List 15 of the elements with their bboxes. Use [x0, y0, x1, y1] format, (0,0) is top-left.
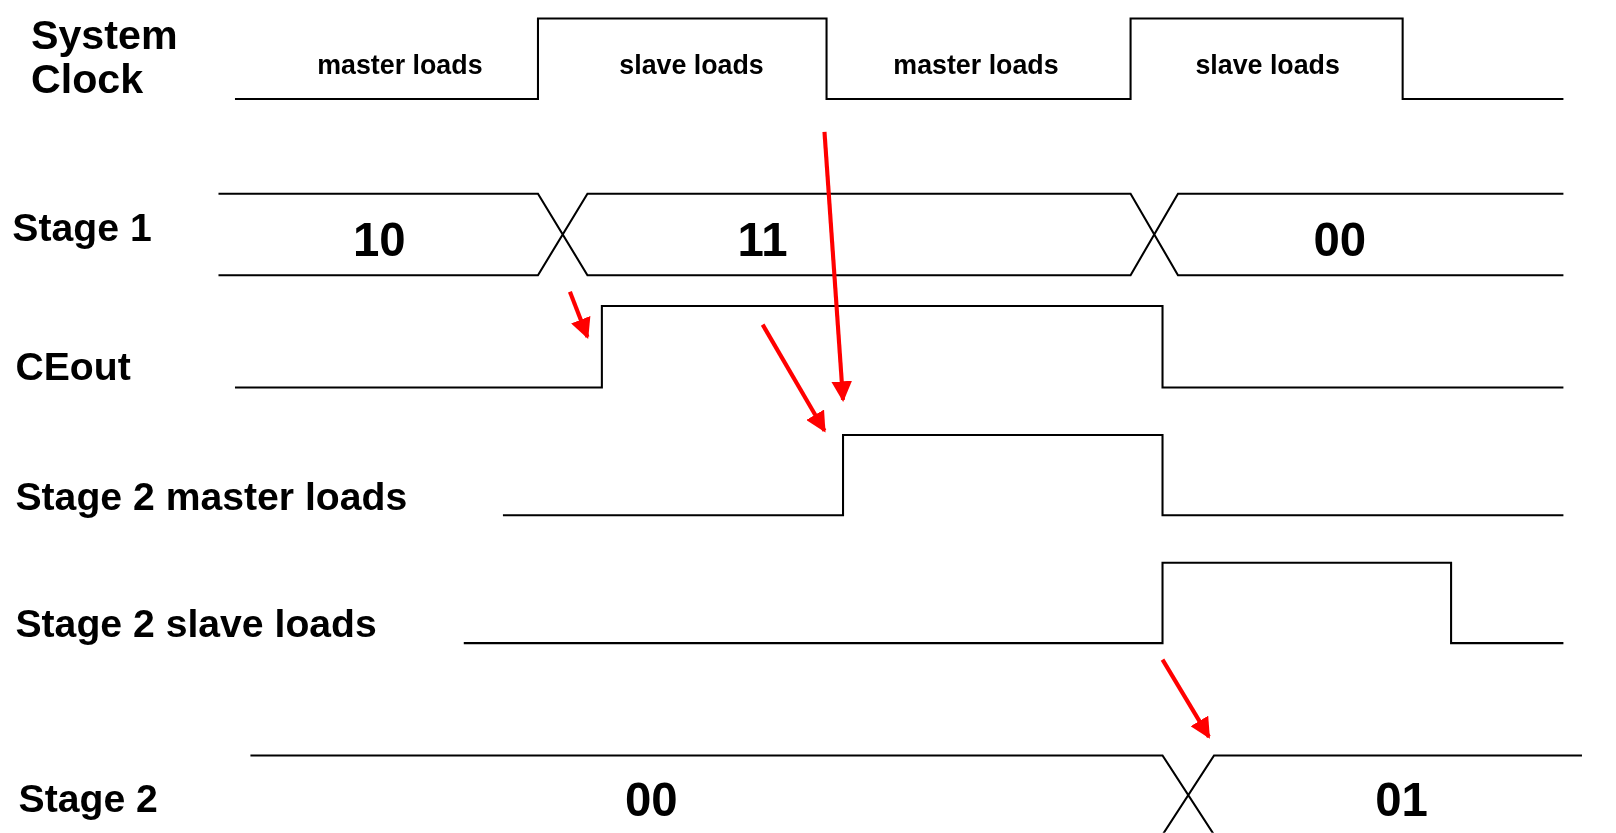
- phase-label: master loads: [893, 50, 1059, 79]
- bus-value: 10: [352, 215, 406, 265]
- signal-name: CEout: [15, 347, 131, 389]
- bus-value: 11: [737, 215, 788, 265]
- phase-label: master loads: [317, 50, 483, 79]
- signal-name: Stage 2 master loads: [15, 477, 408, 519]
- bus-value: 01: [1375, 774, 1428, 825]
- phase-label: slave loads: [1195, 50, 1340, 79]
- signal-name: System Clock: [30, 13, 179, 100]
- phase-label: slave loads: [619, 50, 764, 79]
- bus-value: 00: [1313, 215, 1367, 265]
- bus-value: 00: [624, 774, 678, 825]
- signal-name: Stage 1: [12, 208, 152, 250]
- signal-name: Stage 2: [18, 779, 158, 821]
- signal-name: Stage 2 slave loads: [15, 604, 377, 646]
